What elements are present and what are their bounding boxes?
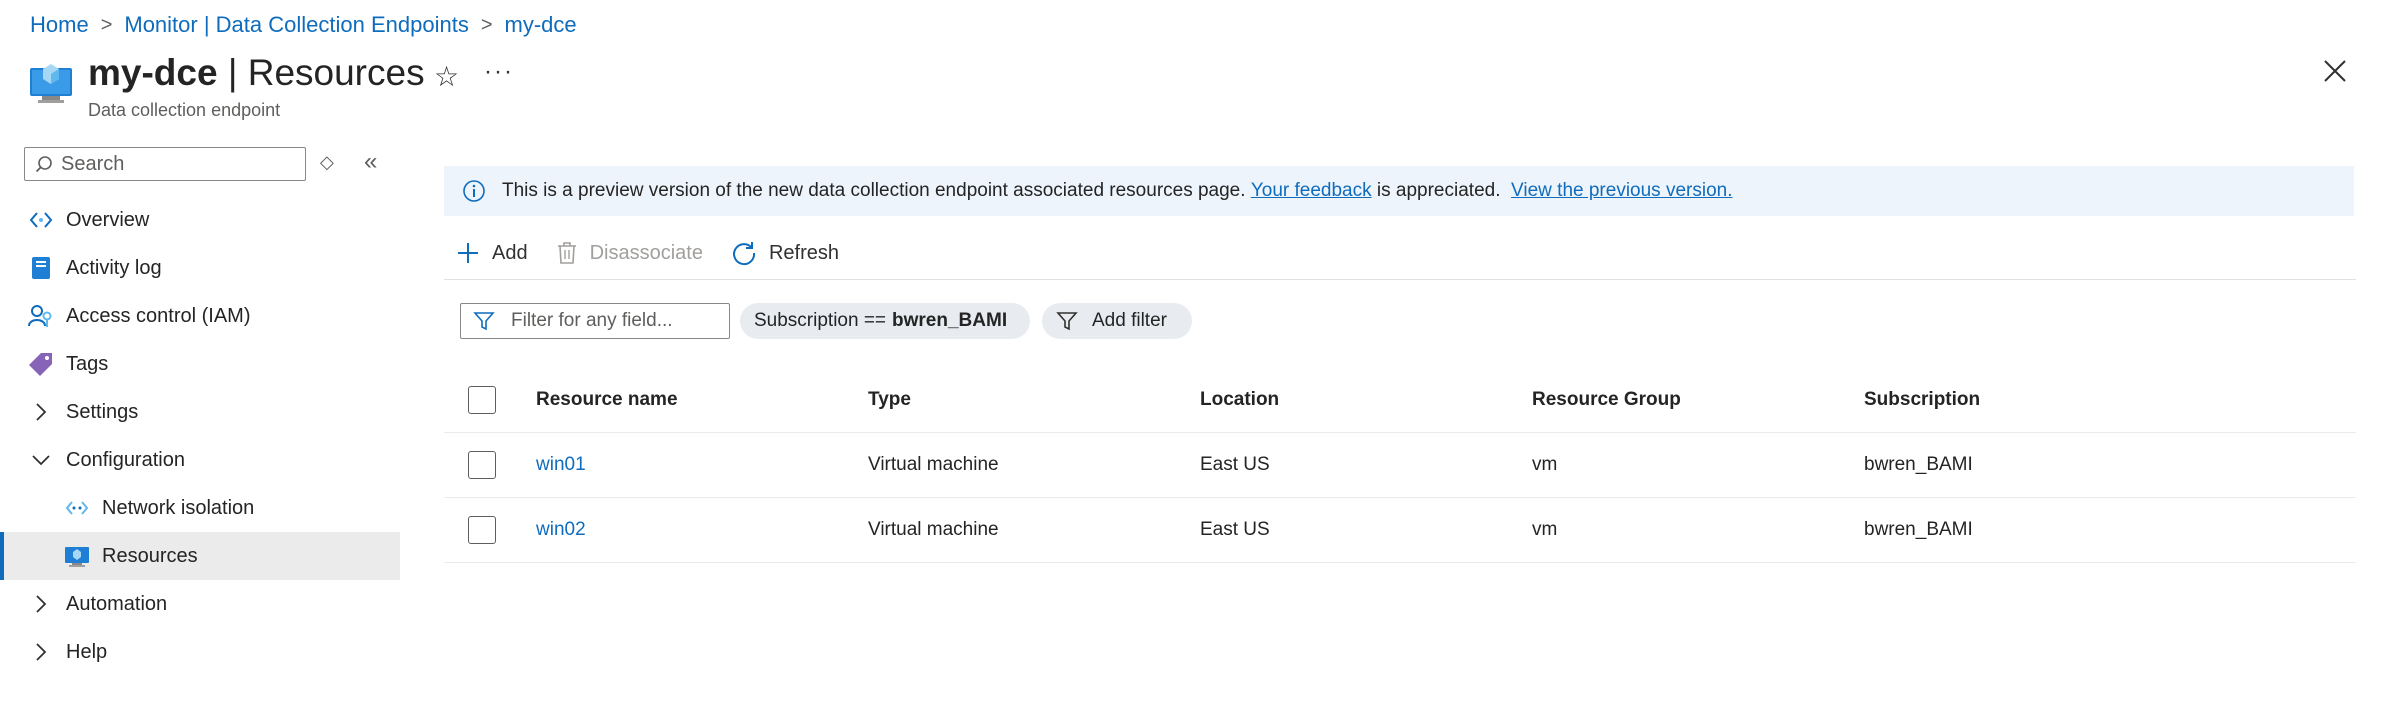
preview-info-banner: This is a preview version of the new dat… xyxy=(444,166,2354,216)
filter-icon xyxy=(473,312,495,331)
banner-appreciated-text: is appreciated. xyxy=(1376,180,1501,201)
resource-subscription: bwren_BAMI xyxy=(1864,519,1973,540)
info-icon xyxy=(462,179,486,203)
add-label: Add xyxy=(492,241,528,264)
sidebar-item-label: Resources xyxy=(102,544,198,567)
sidebar-item-activity-log[interactable]: Activity log xyxy=(0,244,400,292)
sidebar-item-label: Tags xyxy=(66,352,109,375)
resource-type: Virtual machine xyxy=(868,454,999,475)
breadcrumb-home[interactable]: Home xyxy=(30,12,89,37)
sidebar-item-resources[interactable]: Resources xyxy=(0,532,400,580)
collapse-sidebar-icon[interactable]: « xyxy=(364,148,378,175)
search-placeholder: Search xyxy=(61,152,125,175)
refresh-label: Refresh xyxy=(768,241,840,264)
disassociate-button[interactable]: Disassociate xyxy=(556,241,703,265)
resources-table: Resource name Type Location Resource Gro… xyxy=(444,368,2356,563)
sidebar-item-network-isolation[interactable]: Network isolation xyxy=(0,484,400,532)
overview-icon xyxy=(28,207,54,233)
sidebar-item-help[interactable]: Help xyxy=(0,628,400,676)
table-row: win02 Virtual machine East US vm bwren_B… xyxy=(444,498,2356,563)
resource-location: East US xyxy=(1200,454,1270,475)
title-suffix: | Resources xyxy=(217,52,425,93)
plus-icon xyxy=(456,241,480,265)
resource-name-link[interactable]: win02 xyxy=(536,519,586,540)
command-bar: Add Disassociate Refresh xyxy=(456,235,867,271)
column-header-subscription[interactable]: Subscription xyxy=(1864,389,1981,410)
data-collection-endpoint-icon xyxy=(28,60,74,106)
refresh-button[interactable]: Refresh xyxy=(731,240,839,266)
iam-icon xyxy=(28,303,54,329)
filter-placeholder: Filter for any field... xyxy=(511,310,673,331)
column-header-type[interactable]: Type xyxy=(868,389,911,410)
sidebar-item-label: Network isolation xyxy=(102,496,255,519)
toolbar-divider xyxy=(444,279,2356,280)
more-options-icon[interactable]: ··· xyxy=(484,58,514,85)
table-header-row: Resource name Type Location Resource Gro… xyxy=(444,368,2356,433)
breadcrumb-current[interactable]: my-dce xyxy=(504,12,577,37)
refresh-icon xyxy=(731,240,757,266)
resource-group: vm xyxy=(1532,519,1558,540)
sidebar-item-label: Settings xyxy=(66,400,139,423)
subscription-filter-pill[interactable]: Subscription == bwren_BAMI xyxy=(740,303,1030,339)
close-icon[interactable] xyxy=(2322,58,2348,84)
column-header-location[interactable]: Location xyxy=(1200,389,1280,410)
tag-icon xyxy=(28,351,54,377)
column-header-resource-name[interactable]: Resource name xyxy=(536,389,678,410)
breadcrumb-separator-icon: > xyxy=(480,13,493,36)
subscription-filter-value: bwren_BAMI xyxy=(892,310,1008,331)
sidebar-item-label: Activity log xyxy=(66,256,162,279)
breadcrumb: Home > Monitor | Data Collection Endpoin… xyxy=(30,12,577,38)
network-icon xyxy=(64,495,90,521)
resource-type: Virtual machine xyxy=(868,519,999,540)
sidebar-item-tags[interactable]: Tags xyxy=(0,340,400,388)
search-icon xyxy=(35,156,52,173)
column-header-resource-group[interactable]: Resource Group xyxy=(1532,389,1681,410)
subscription-filter-label: Subscription == xyxy=(754,310,887,331)
resources-icon xyxy=(64,543,90,569)
sidebar-item-iam[interactable]: Access control (IAM) xyxy=(0,292,400,340)
sidebar-search-input[interactable]: Search xyxy=(24,147,306,181)
chevron-down-icon xyxy=(28,447,54,473)
add-button[interactable]: Add xyxy=(456,241,528,265)
sidebar-item-configuration[interactable]: Configuration xyxy=(0,436,400,484)
chevron-right-icon xyxy=(28,399,54,425)
filter-input[interactable]: Filter for any field... xyxy=(460,303,730,339)
favorite-star-icon[interactable]: ☆ xyxy=(434,61,460,92)
page-subtitle: Data collection endpoint xyxy=(88,100,281,120)
activity-log-icon xyxy=(28,255,54,281)
expand-collapse-all-icon[interactable]: ◇ xyxy=(320,152,334,172)
chevron-right-icon xyxy=(28,639,54,665)
trash-icon xyxy=(556,241,578,265)
previous-version-link[interactable]: View the previous version. xyxy=(1511,180,1733,201)
sidebar-item-overview[interactable]: Overview xyxy=(0,196,400,244)
resource-name-link[interactable]: win01 xyxy=(536,454,586,475)
feedback-link[interactable]: Your feedback xyxy=(1250,180,1372,201)
sidebar-item-label: Automation xyxy=(66,592,168,615)
resource-group: vm xyxy=(1532,454,1558,475)
resource-name: my-dce xyxy=(88,52,218,93)
sidebar-item-automation[interactable]: Automation xyxy=(0,580,400,628)
table-row: win01 Virtual machine East US vm bwren_B… xyxy=(444,433,2356,498)
row-checkbox[interactable] xyxy=(468,516,496,544)
chevron-right-icon xyxy=(28,591,54,617)
disassociate-label: Disassociate xyxy=(589,241,703,264)
sidebar-item-label: Access control (IAM) xyxy=(66,304,251,327)
resource-location: East US xyxy=(1200,519,1270,540)
breadcrumb-monitor[interactable]: Monitor | Data Collection Endpoints xyxy=(124,12,469,37)
sidebar-item-settings[interactable]: Settings xyxy=(0,388,400,436)
filter-icon xyxy=(1056,310,1078,332)
select-all-checkbox[interactable] xyxy=(468,386,496,414)
sidebar-nav: Overview Activity log Access control (IA… xyxy=(0,196,400,676)
sidebar-item-label: Help xyxy=(66,640,108,663)
breadcrumb-separator-icon: > xyxy=(100,13,113,36)
row-checkbox[interactable] xyxy=(468,451,496,479)
banner-text: This is a preview version of the new dat… xyxy=(502,180,1246,201)
page-title: my-dce | Resources xyxy=(88,52,425,94)
add-filter-label: Add filter xyxy=(1092,310,1167,331)
sidebar-item-label: Overview xyxy=(66,208,150,231)
sidebar-item-label: Configuration xyxy=(66,448,185,471)
resource-subscription: bwren_BAMI xyxy=(1864,454,1973,475)
add-filter-button[interactable]: Add filter xyxy=(1042,303,1192,339)
